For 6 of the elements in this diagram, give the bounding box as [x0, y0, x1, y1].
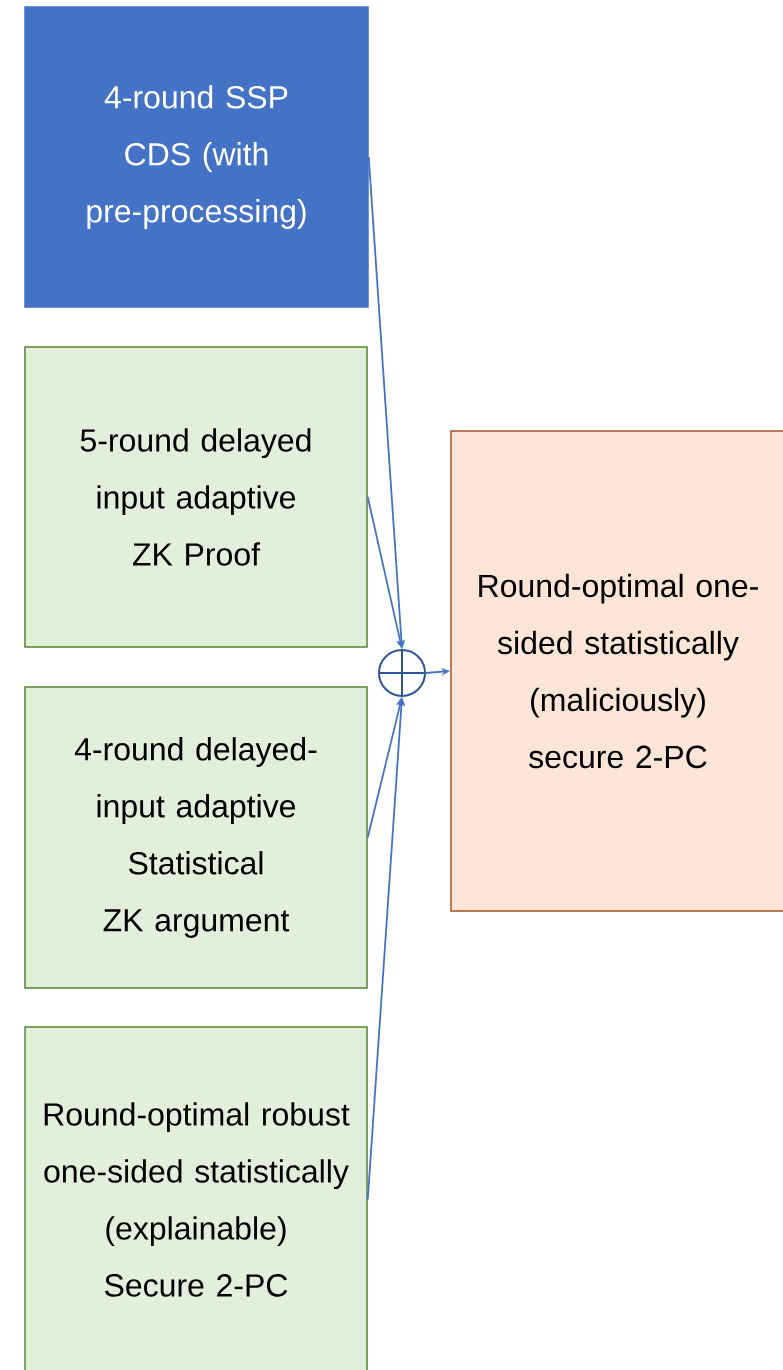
process-box: 4-round delayed-input adaptive Statistical ZK argument: [24, 686, 368, 989]
xor-symbol: [378, 649, 426, 697]
result-box: Round-optimal one-sided statistically (maliciously) secure 2-PC: [450, 430, 783, 912]
process-box: 5-round delayed input adaptive ZK Proof: [24, 346, 368, 648]
process-box: Round-optimal robust one-sided statistically (explainable) Secure 2-PC: [24, 1026, 368, 1370]
process-box: 4-round SSP CDS (with pre-processing): [24, 6, 369, 308]
